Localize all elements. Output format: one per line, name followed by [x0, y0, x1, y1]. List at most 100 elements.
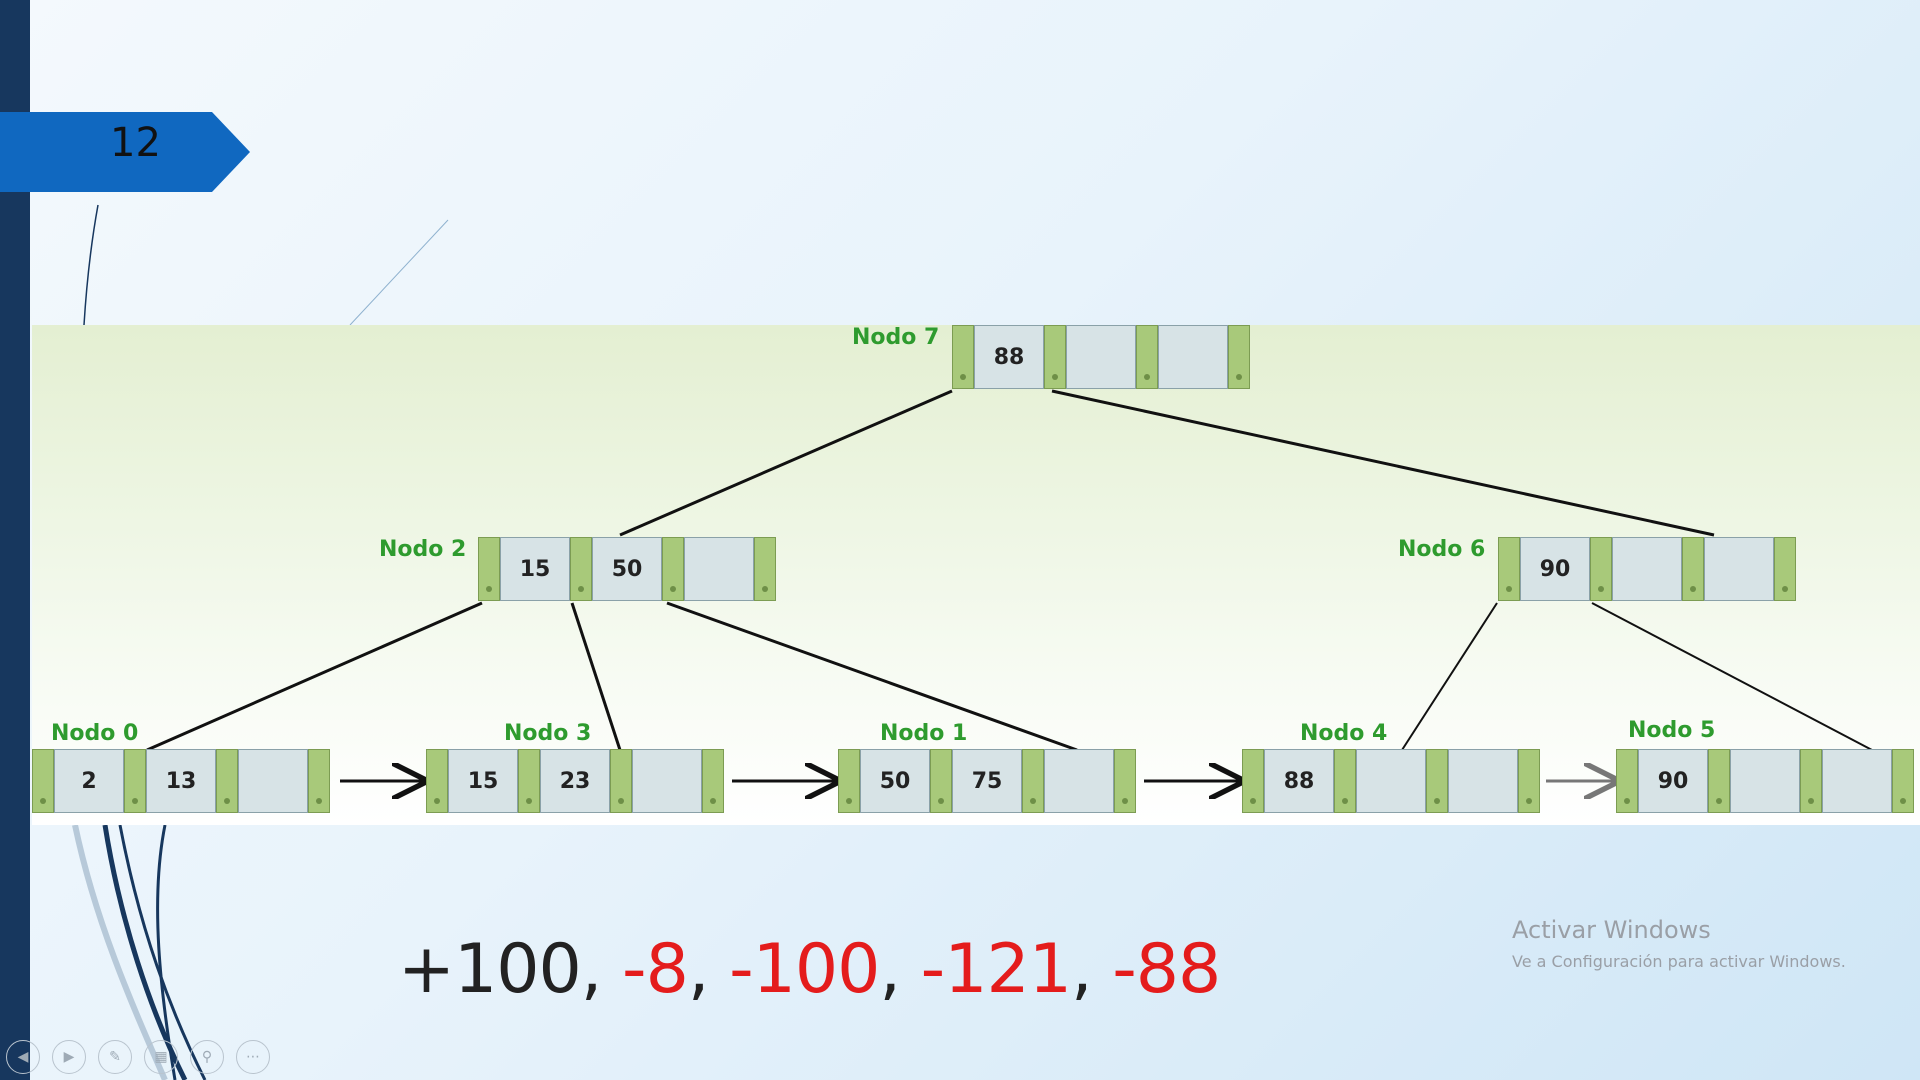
key-cell — [1822, 749, 1892, 813]
pointer-cell — [662, 537, 684, 601]
bplus-tree-diagram: Nodo 7 88 Nodo 2 15 50 Nodo 6 90 Nodo 0 … — [32, 325, 1920, 825]
key-cell — [632, 749, 702, 813]
node-label-nodo-1: Nodo 1 — [880, 721, 968, 746]
key-cell — [1356, 749, 1426, 813]
separator: , — [879, 930, 901, 1009]
node-label-nodo-5: Nodo 5 — [1628, 718, 1716, 743]
operations-sequence: +100, -8, -100, -121, -88 — [398, 930, 1221, 1009]
node-label-nodo-3: Nodo 3 — [504, 721, 592, 746]
tree-node-nodo-7: 88 — [952, 325, 1250, 391]
operation-delete: -8 — [622, 930, 689, 1009]
key-cell: 23 — [540, 749, 610, 813]
pen-icon[interactable]: ✎ — [98, 1040, 132, 1074]
edge-nodo6-nodo4 — [1401, 602, 1498, 751]
next-icon[interactable]: ▶ — [52, 1040, 86, 1074]
tree-node-nodo-6: 90 — [1498, 537, 1796, 603]
pointer-cell — [1616, 749, 1638, 813]
pointer-cell — [1518, 749, 1540, 813]
key-cell: 50 — [860, 749, 930, 813]
tree-node-nodo-5: 90 — [1616, 749, 1920, 815]
key-cell — [1612, 537, 1682, 601]
pointer-cell — [478, 537, 500, 601]
pointer-cell — [1022, 749, 1044, 813]
key-cell — [1044, 749, 1114, 813]
edge-nodo2-nodo1 — [666, 601, 1078, 752]
previous-icon[interactable]: ◀ — [6, 1040, 40, 1074]
key-cell — [684, 537, 754, 601]
operation-insert: +100 — [398, 930, 582, 1009]
tree-node-nodo-4: 88 — [1242, 749, 1540, 815]
pointer-cell — [1800, 749, 1822, 813]
operation-delete: -88 — [1112, 930, 1221, 1009]
watermark-subtitle: Ve a Configuración para activar Windows. — [1512, 952, 1846, 971]
pointer-cell — [754, 537, 776, 601]
edge-nodo6-nodo5 — [1591, 602, 1873, 751]
pointer-cell — [838, 749, 860, 813]
node-label-nodo-6: Nodo 6 — [1398, 537, 1486, 562]
separator: , — [687, 930, 710, 1009]
key-cell — [1066, 325, 1136, 389]
operation-delete: -100 — [729, 930, 880, 1009]
key-cell: 13 — [146, 749, 216, 813]
tree-node-nodo-2: 15 50 — [478, 537, 776, 603]
key-cell: 50 — [592, 537, 662, 601]
pointer-cell — [610, 749, 632, 813]
pointer-cell — [216, 749, 238, 813]
edge-nodo7-nodo6 — [1051, 389, 1715, 537]
operation-delete: -121 — [920, 930, 1072, 1009]
slide-number-tab — [0, 112, 250, 192]
presentation-controls: ◀ ▶ ✎ ▦ ⚲ ⋯ — [6, 1040, 270, 1074]
pointer-cell — [1426, 749, 1448, 813]
pointer-cell — [1590, 537, 1612, 601]
pointer-cell — [518, 749, 540, 813]
node-label-nodo-7: Nodo 7 — [852, 325, 940, 350]
key-cell — [238, 749, 308, 813]
pointer-cell — [1136, 325, 1158, 389]
pointer-cell — [570, 537, 592, 601]
zoom-icon[interactable]: ⚲ — [190, 1040, 224, 1074]
key-cell: 75 — [952, 749, 1022, 813]
pointer-cell — [124, 749, 146, 813]
node-label-nodo-2: Nodo 2 — [379, 537, 467, 562]
key-cell: 88 — [1264, 749, 1334, 813]
pointer-cell — [1498, 537, 1520, 601]
key-cell — [1448, 749, 1518, 813]
key-cell: 88 — [974, 325, 1044, 389]
pointer-cell — [1114, 749, 1136, 813]
pointer-cell — [1044, 325, 1066, 389]
separator: , — [1071, 930, 1093, 1009]
pointer-cell — [1228, 325, 1250, 389]
pointer-cell — [32, 749, 54, 813]
key-cell: 15 — [448, 749, 518, 813]
key-cell — [1158, 325, 1228, 389]
key-cell: 90 — [1520, 537, 1590, 601]
node-label-nodo-4: Nodo 4 — [1300, 721, 1388, 746]
edge-nodo2-nodo3 — [570, 602, 622, 751]
pointer-cell — [702, 749, 724, 813]
pointer-cell — [426, 749, 448, 813]
pointer-cell — [1334, 749, 1356, 813]
tree-node-nodo-1: 50 75 — [838, 749, 1136, 815]
pointer-cell — [930, 749, 952, 813]
slides-grid-icon[interactable]: ▦ — [144, 1040, 178, 1074]
pointer-cell — [1708, 749, 1730, 813]
key-cell: 2 — [54, 749, 124, 813]
pointer-cell — [1682, 537, 1704, 601]
pointer-cell — [1892, 749, 1914, 813]
pointer-cell — [1242, 749, 1264, 813]
windows-activation-watermark: Activar Windows Ve a Configuración para … — [1512, 916, 1846, 971]
tree-edges — [146, 389, 1873, 825]
edge-nodo2-nodo0 — [146, 601, 483, 752]
pointer-cell — [952, 325, 974, 389]
more-icon[interactable]: ⋯ — [236, 1040, 270, 1074]
key-cell — [1704, 537, 1774, 601]
separator: , — [580, 930, 603, 1009]
key-cell: 15 — [500, 537, 570, 601]
node-label-nodo-0: Nodo 0 — [51, 721, 139, 746]
key-cell — [1730, 749, 1800, 813]
watermark-title: Activar Windows — [1512, 916, 1711, 944]
edge-nodo7-nodo2 — [619, 389, 953, 537]
key-cell: 90 — [1638, 749, 1708, 813]
pointer-cell — [308, 749, 330, 813]
tree-node-nodo-0: 2 13 — [32, 749, 330, 815]
